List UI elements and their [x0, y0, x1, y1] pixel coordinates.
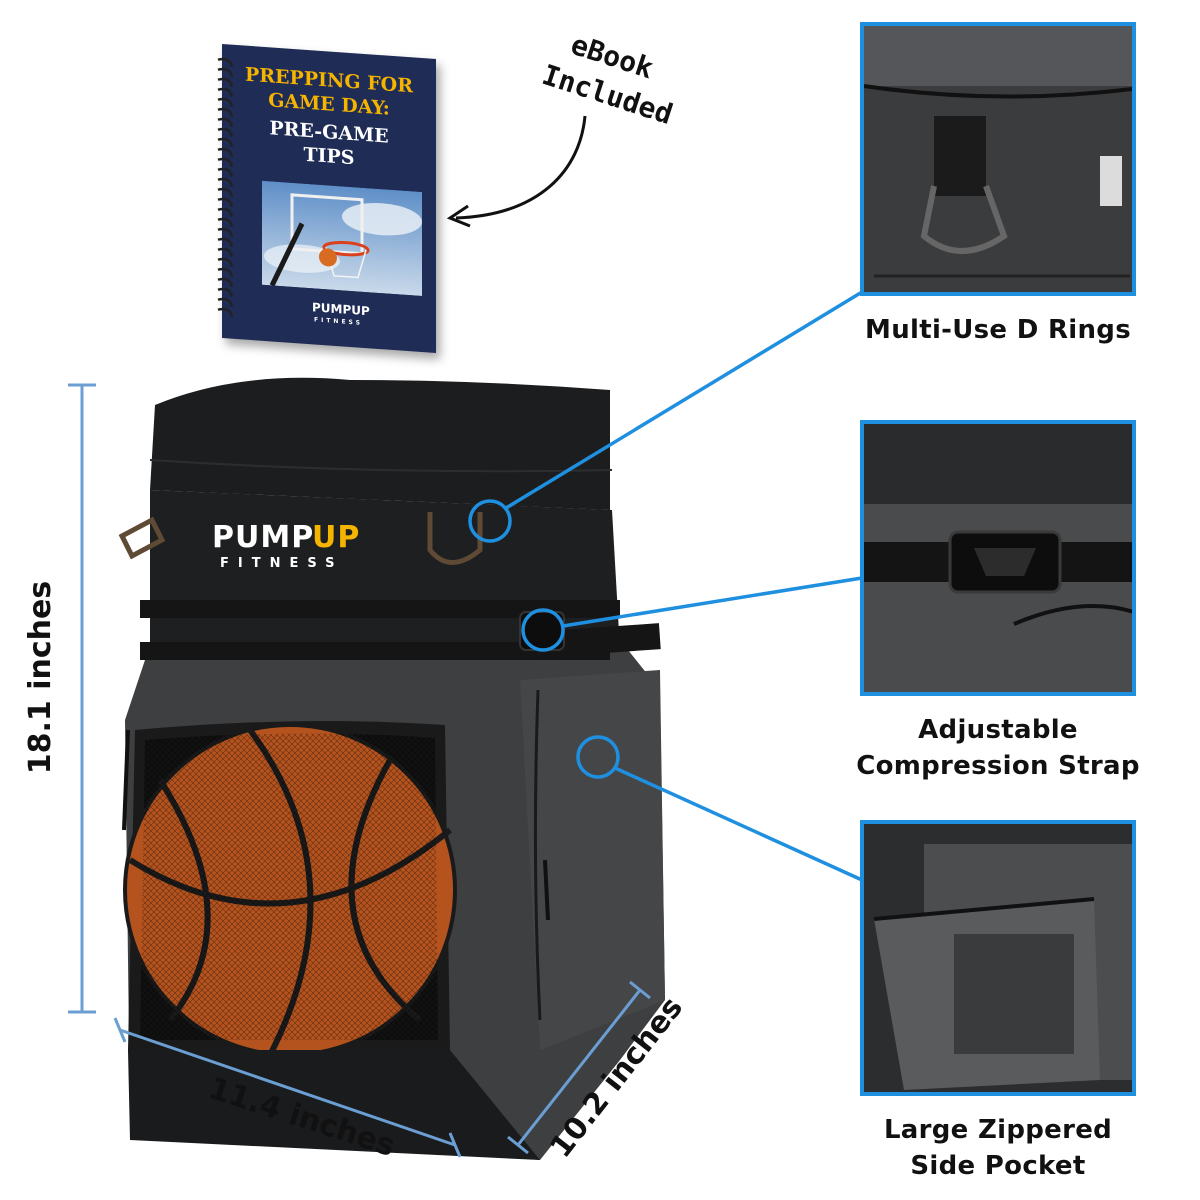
detail-photo-side-pocket — [860, 820, 1136, 1096]
callout-circle-strap — [521, 608, 565, 652]
caption-pocket-line2: Side Pocket — [910, 1151, 1086, 1181]
caption-strap-line2: Compression Strap — [856, 751, 1140, 781]
bag-logo-up: UP — [312, 520, 361, 555]
detail-photo-strap — [860, 420, 1136, 696]
ebook-cover: PREPPING FOR GAME DAY: PRE-GAME TIPS PUM… — [217, 44, 436, 353]
callout-line-pocket — [614, 766, 863, 882]
callout-circle-pocket — [576, 735, 620, 779]
spiral-binding — [217, 57, 234, 317]
detail-photo-d-rings — [860, 22, 1136, 296]
caption-d-rings: Multi-Use D Rings — [865, 315, 1131, 345]
caption-pocket-line1: Large Zippered — [883, 1115, 1113, 1145]
ebook-arrow — [446, 115, 587, 228]
bag-logo-fitness: FITNESS — [220, 556, 344, 571]
bag-logo-pump: PUMP — [212, 520, 315, 555]
height-label: 18.1 inches — [23, 580, 59, 775]
callout-circle-d-ring — [468, 499, 512, 543]
ebook-hoop-photo — [262, 180, 422, 296]
caption-strap-line1: Adjustable — [918, 715, 1078, 745]
depth-dimension-line — [516, 989, 642, 1146]
width-dimension-line — [119, 1028, 456, 1147]
callout-line-d-ring — [505, 290, 863, 510]
callout-line-strap — [562, 576, 863, 628]
